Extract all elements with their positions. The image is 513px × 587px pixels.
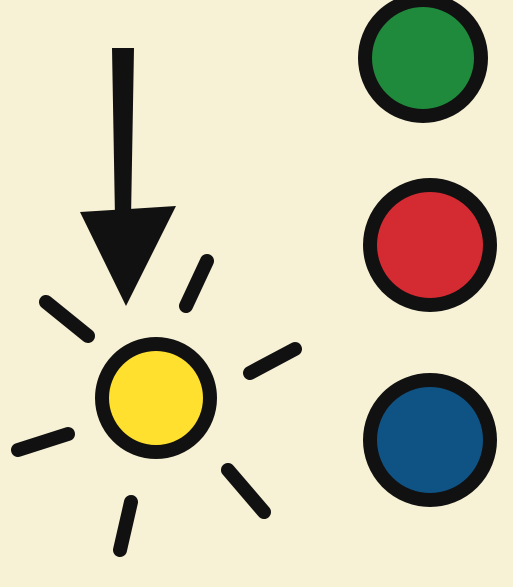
arrow-shaft [112, 48, 134, 218]
red-light [370, 185, 490, 305]
blue-light [370, 380, 490, 500]
yellow-light [102, 344, 210, 452]
green-light [365, 0, 481, 116]
